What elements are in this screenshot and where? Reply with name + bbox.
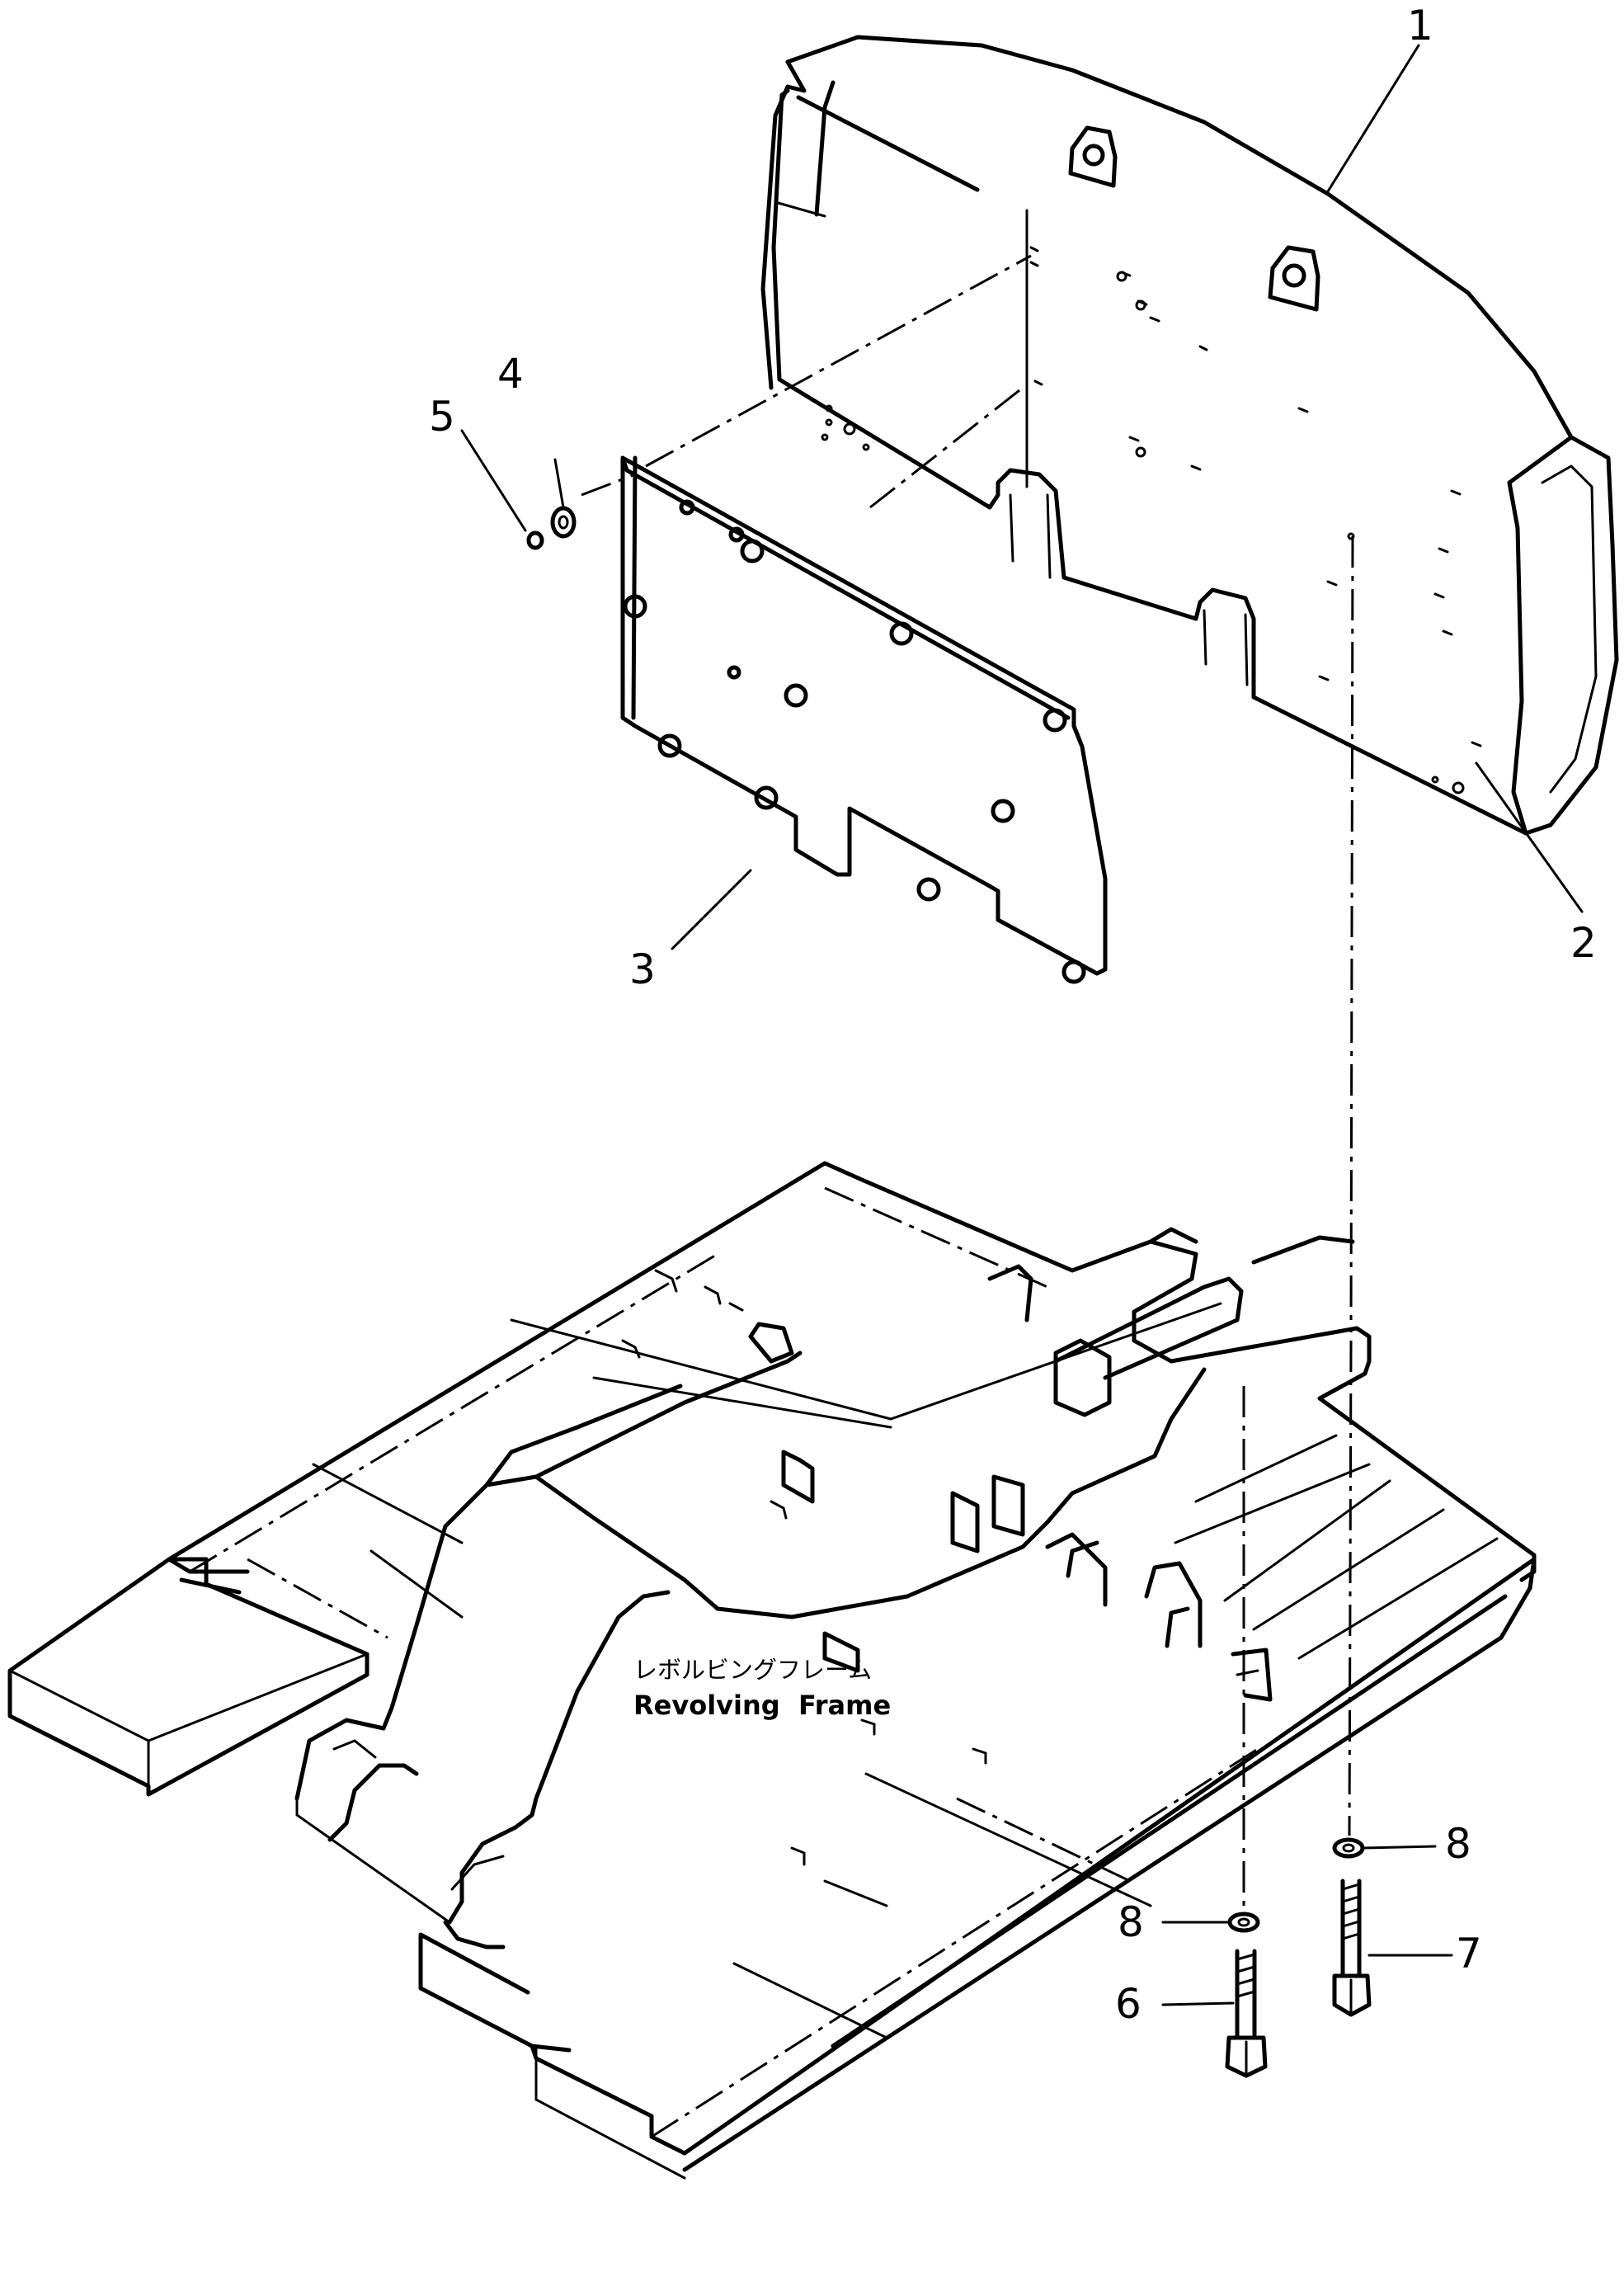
leader-6 xyxy=(1161,2001,1235,2006)
bolt-part-7 xyxy=(1332,1879,1372,2017)
callout-2: 2 xyxy=(1570,919,1597,967)
frame-label-japanese: レボルビングフレーム xyxy=(633,1656,872,1684)
leader-4 xyxy=(553,458,565,509)
washer-part-4 xyxy=(550,506,577,539)
leader-5 xyxy=(460,429,527,532)
frame-label-english: Revolving Frame xyxy=(633,1690,891,1721)
callout-4: 4 xyxy=(497,350,524,398)
revolving-frame xyxy=(7,1161,1537,2180)
callout-1: 1 xyxy=(1407,2,1433,50)
leader-8a xyxy=(1362,1845,1437,1850)
callout-6: 6 xyxy=(1115,1980,1142,2028)
washer-part-8-right xyxy=(1332,1837,1365,1859)
washer-part-8-left xyxy=(1227,1912,1260,1933)
callout-8-left: 8 xyxy=(1118,1898,1144,1946)
callout-8-right: 8 xyxy=(1445,1820,1471,1868)
counterweight-part-1 xyxy=(760,35,1619,836)
callout-3: 3 xyxy=(629,945,656,993)
bolt-part-6 xyxy=(1225,1949,1268,2078)
cover-plate-part-3 xyxy=(620,455,1108,984)
callout-5: 5 xyxy=(429,393,455,441)
leader-3 xyxy=(671,869,752,950)
leader-2 xyxy=(1475,761,1584,913)
bolt-part-5 xyxy=(526,530,544,550)
leader-1 xyxy=(1326,44,1420,193)
leader-lines xyxy=(460,44,1584,2006)
callout-7: 7 xyxy=(1456,1930,1482,1978)
